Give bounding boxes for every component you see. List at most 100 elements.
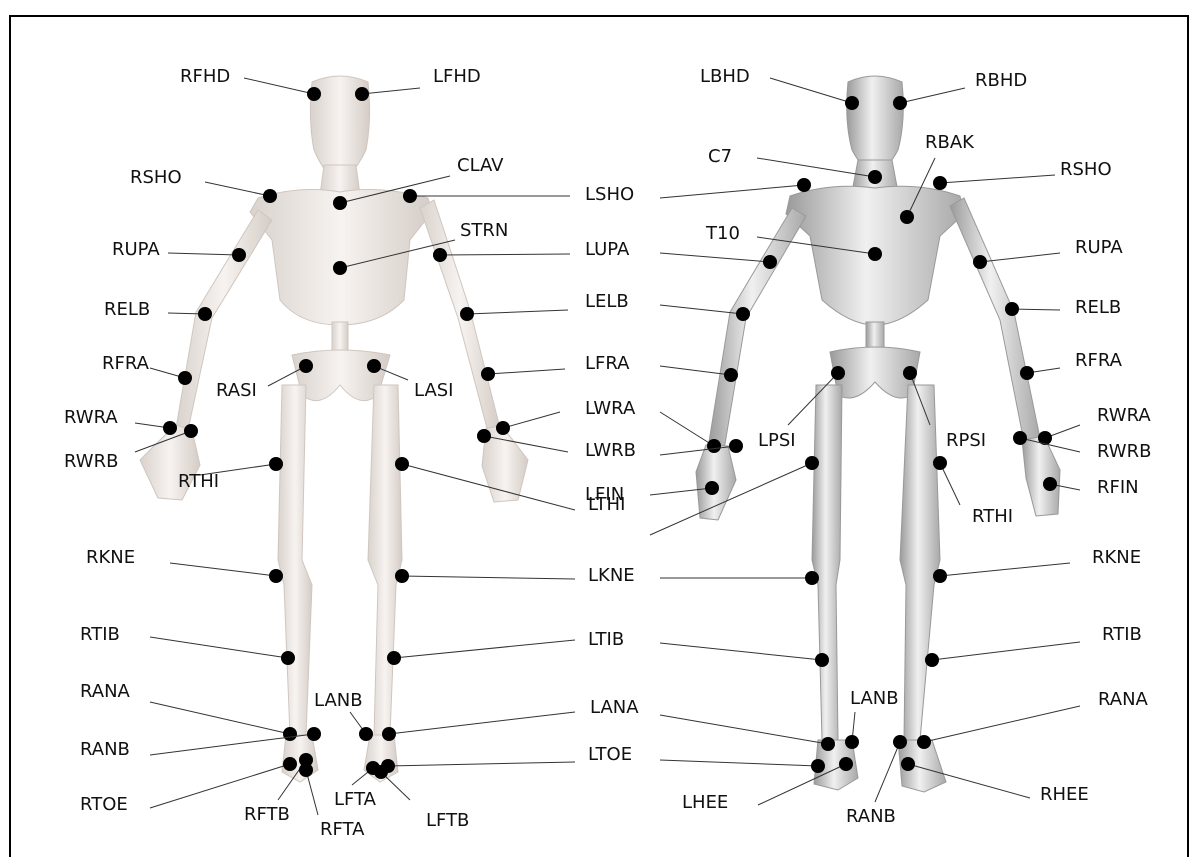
front-marker-rthi — [269, 457, 283, 471]
front-label-rana: RANA — [80, 681, 131, 702]
back-marker-rthi — [933, 456, 947, 470]
back-label-lhee: LHEE — [682, 792, 728, 813]
back-head — [847, 76, 904, 174]
back-leader-rkne — [940, 563, 1070, 576]
front-label-lwrb: LWRB — [585, 440, 636, 461]
back-leader-lwra-back — [660, 412, 714, 446]
back-label-rkne: RKNE — [1092, 547, 1141, 568]
back-marker-rwrb — [1013, 431, 1027, 445]
back-marker-rtib — [925, 653, 939, 667]
back-label-rfra: RFRA — [1075, 350, 1123, 371]
back-leader-ltoe-back — [660, 760, 818, 766]
front-marker-rfra — [178, 371, 192, 385]
back-marker-rpsi — [903, 366, 917, 380]
front-label-rwrb: RWRB — [64, 451, 118, 472]
front-marker-lkne — [395, 569, 409, 583]
back-leader-lbhd — [770, 78, 852, 103]
front-marker-lwrb — [477, 429, 491, 443]
back-leader-lupa-back — [660, 253, 770, 262]
front-label-lasi: LASI — [414, 380, 454, 401]
front-marker-rwrb — [184, 424, 198, 438]
front-label-relb: RELB — [104, 299, 150, 320]
front-label-rkne: RKNE — [86, 547, 135, 568]
back-marker-lelb-back — [736, 307, 750, 321]
back-label-ranb: RANB — [846, 806, 896, 827]
back-label-t10: T10 — [705, 223, 740, 244]
back-marker-lupa-back — [763, 255, 777, 269]
back-marker-rana — [917, 735, 931, 749]
front-marker-rana — [283, 727, 297, 741]
front-leader-rana — [150, 702, 290, 734]
back-leader-lelb-back — [660, 305, 743, 314]
front-leader-ltoe — [388, 762, 575, 766]
back-label-rana: RANA — [1098, 689, 1149, 710]
back-label-rtib: RTIB — [1102, 624, 1142, 645]
front-label-rasi: RASI — [216, 380, 257, 401]
front-leader-rfhd — [244, 78, 314, 94]
front-label-lfra: LFRA — [585, 353, 630, 374]
back-marker-lwrb-back — [729, 439, 743, 453]
back-right-hand — [1022, 436, 1060, 516]
front-leader-rtoe — [150, 764, 290, 808]
front-marker-lelb — [460, 307, 474, 321]
front-label-lupa: LUPA — [585, 239, 630, 260]
back-marker-lwra-back — [707, 439, 721, 453]
back-label-rbhd: RBHD — [975, 70, 1027, 91]
front-figure — [140, 76, 528, 782]
front-label-ltib: LTIB — [588, 629, 624, 650]
front-leader-rsho — [205, 182, 270, 196]
back-label-rfin: RFIN — [1097, 477, 1139, 498]
front-leader-ltib — [394, 640, 575, 658]
back-marker-lfin — [705, 481, 719, 495]
back-left-leg — [812, 385, 842, 740]
front-leader-rkne — [170, 563, 276, 576]
front-marker-ltib — [387, 651, 401, 665]
back-label-rbak: RBAK — [925, 132, 975, 153]
back-leader-rupa — [980, 253, 1060, 262]
back-leader-ranb — [875, 742, 900, 802]
front-marker-lftb — [374, 765, 388, 779]
front-leader-lelb — [467, 310, 568, 314]
front-leader-lkne — [402, 576, 575, 579]
back-marker-lhee — [839, 757, 853, 771]
back-label-rupa: RUPA — [1075, 237, 1123, 258]
front-marker-lfhd — [355, 87, 369, 101]
back-leader-rsho — [940, 175, 1055, 183]
back-marker-lana-back — [821, 737, 835, 751]
back-marker-rhee — [901, 757, 915, 771]
front-marker-lfra — [481, 367, 495, 381]
front-label-rtoe: RTOE — [80, 794, 128, 815]
front-label-lana: LANA — [590, 697, 639, 718]
front-leader-lana — [389, 712, 575, 734]
back-marker-rsho — [933, 176, 947, 190]
front-marker-clav — [333, 196, 347, 210]
front-marker-lthi — [395, 457, 409, 471]
front-marker-lanb — [359, 727, 373, 741]
front-marker-lasi — [367, 359, 381, 373]
front-marker-strn — [333, 261, 347, 275]
front-label-rftb: RFTB — [244, 804, 290, 825]
back-marker-lkne-back — [805, 571, 819, 585]
back-marker-c7 — [868, 170, 882, 184]
back-label-lpsi: LPSI — [758, 430, 796, 451]
back-label-relb: RELB — [1075, 297, 1121, 318]
back-leader-relb — [1012, 309, 1060, 310]
front-marker-rwra — [163, 421, 177, 435]
front-leader-rtib — [150, 637, 288, 658]
back-marker-rbhd — [893, 96, 907, 110]
front-marker-lwra — [496, 421, 510, 435]
front-marker-lupa — [433, 248, 447, 262]
front-marker-lana — [382, 727, 396, 741]
front-leader-rupa — [168, 253, 239, 255]
back-marker-lfra-back — [724, 368, 738, 382]
front-label-rfhd: RFHD — [180, 66, 230, 87]
back-right-arm — [950, 198, 1040, 442]
back-marker-lbhd — [845, 96, 859, 110]
back-leader-rana — [924, 706, 1080, 742]
back-left-arm — [708, 208, 806, 450]
back-marker-rupa — [973, 255, 987, 269]
front-label-lfta: LFTA — [334, 789, 377, 810]
back-marker-lanb — [845, 735, 859, 749]
front-marker-rupa — [232, 248, 246, 262]
